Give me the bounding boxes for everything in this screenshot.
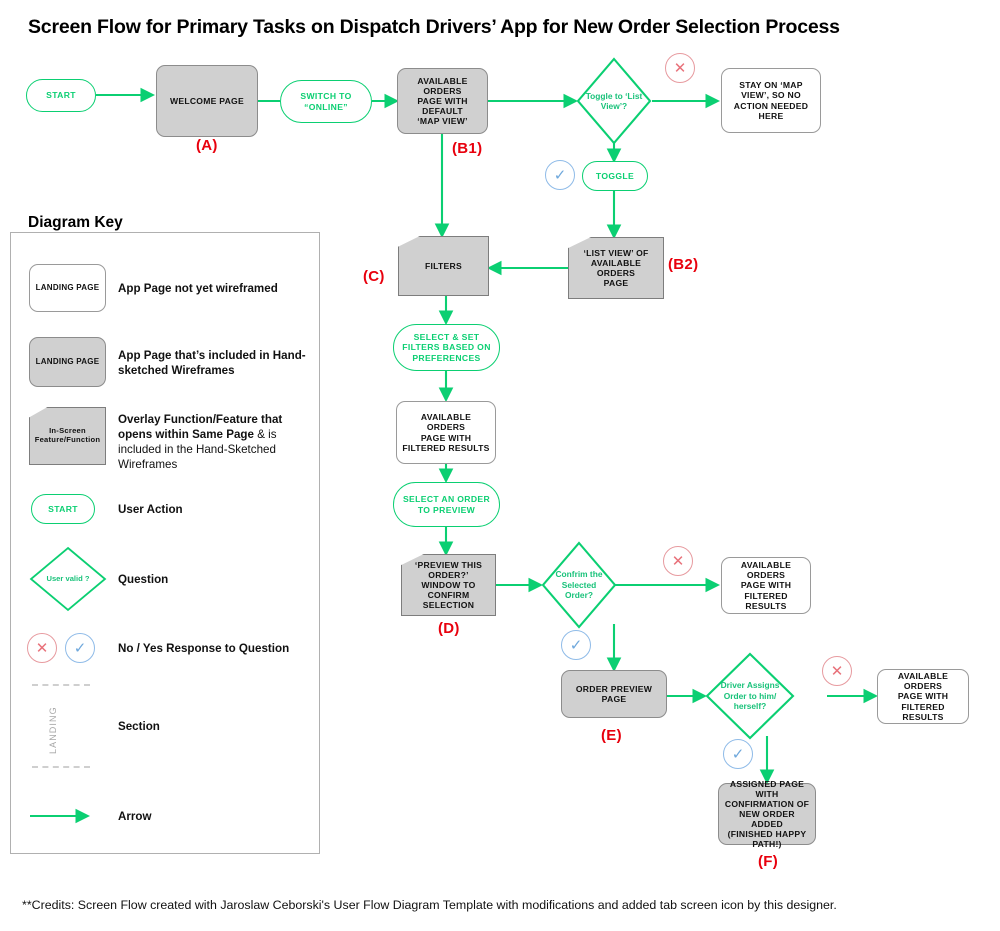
node-toggle-question[interactable]: Toggle to ‘List View’? bbox=[576, 57, 652, 145]
key-sample-section-dash-bottom bbox=[32, 766, 90, 768]
key-sample-question: User valid ? bbox=[29, 546, 107, 612]
cross-icon: ✕ bbox=[671, 553, 685, 570]
node-available-orders-filtered-2[interactable]: AVAILABLE ORDERS PAGE WITH FILTERED RESU… bbox=[721, 557, 811, 614]
key-sample-page-white: LANDING PAGE bbox=[29, 264, 106, 312]
node-select-order-preview-label: SELECT AN ORDER TO PREVIEW bbox=[402, 494, 491, 515]
node-select-order-preview[interactable]: SELECT AN ORDER TO PREVIEW bbox=[393, 482, 500, 527]
node-available-orders-filtered-3-label: AVAILABLE ORDERS PAGE WITH FILTERED RESU… bbox=[897, 671, 949, 722]
node-assign-question[interactable]: Driver Assigns Order to him/ herself? bbox=[705, 652, 795, 740]
callout-e: (E) bbox=[601, 727, 622, 744]
diamond-shape bbox=[541, 541, 617, 629]
node-welcome-page[interactable]: WELCOME PAGE bbox=[156, 65, 258, 137]
callout-c: (C) bbox=[363, 268, 385, 285]
check-icon: ✓ bbox=[731, 746, 745, 763]
node-select-set-filters[interactable]: SELECT & SET FILTERS BASED ON PREFERENCE… bbox=[393, 324, 500, 371]
diagram-key-heading: Diagram Key bbox=[28, 214, 123, 231]
key-sample-arrow bbox=[30, 808, 91, 824]
cross-icon: ✕ bbox=[35, 640, 49, 657]
response-yes-confirm: ✓ bbox=[561, 630, 591, 660]
check-icon: ✓ bbox=[569, 637, 583, 654]
node-available-orders-filtered-1-label: AVAILABLE ORDERS PAGE WITH FILTERED RESU… bbox=[402, 412, 490, 453]
response-no-toggle: ✕ bbox=[665, 53, 695, 83]
callout-b1: (B1) bbox=[452, 140, 483, 157]
key-desc-3-rest: & is included in the Hand-Sketched Wiref… bbox=[118, 428, 277, 472]
response-yes-toggle: ✓ bbox=[545, 160, 575, 190]
response-no-assign: ✕ bbox=[822, 656, 852, 686]
key-desc-2: App Page that’s included in Hand-sketche… bbox=[118, 349, 306, 378]
key-sample-page-white-label: LANDING PAGE bbox=[35, 283, 100, 293]
node-filters-label: FILTERS bbox=[425, 260, 462, 271]
diamond-shape bbox=[576, 57, 652, 145]
node-assigned-page[interactable]: ASSIGNED PAGE WITH CONFIRMATION OF NEW O… bbox=[718, 779, 816, 849]
node-order-preview-page-label: ORDER PREVIEW PAGE bbox=[575, 683, 653, 704]
credits-text: **Credits: Screen Flow created with Jaro… bbox=[22, 898, 837, 912]
callout-f: (F) bbox=[758, 853, 779, 870]
node-assign-question-label: Driver Assigns Order to him/ herself? bbox=[720, 680, 780, 712]
node-list-view-page-label: ‘LIST VIEW’ OF AVAILABLE ORDERS PAGE bbox=[583, 247, 649, 289]
key-sample-page-grey: LANDING PAGE bbox=[29, 337, 106, 387]
node-start[interactable]: START bbox=[26, 79, 96, 112]
node-preview-window[interactable]: ‘PREVIEW THIS ORDER?’ WINDOW TO CONFIRM … bbox=[401, 554, 496, 616]
key-desc-5: Question bbox=[118, 573, 169, 586]
node-assigned-page-label: ASSIGNED PAGE WITH CONFIRMATION OF NEW O… bbox=[724, 778, 810, 850]
node-available-orders-map-label: AVAILABLE ORDERS PAGE WITH DEFAULT ‘MAP … bbox=[417, 75, 468, 127]
node-toggle-action-label: TOGGLE bbox=[595, 170, 635, 181]
node-select-set-filters-label: SELECT & SET FILTERS BASED ON PREFERENCE… bbox=[402, 332, 491, 363]
node-order-preview-page[interactable]: ORDER PREVIEW PAGE bbox=[561, 670, 667, 718]
node-welcome-page-label: WELCOME PAGE bbox=[170, 95, 244, 106]
diagram-key-box bbox=[10, 232, 320, 854]
key-desc-4: User Action bbox=[118, 503, 183, 516]
key-desc-6: No / Yes Response to Question bbox=[118, 642, 290, 655]
check-icon: ✓ bbox=[73, 640, 87, 657]
key-desc-3-bold: Overlay Function/Feature that opens with… bbox=[118, 413, 283, 442]
response-yes-assign: ✓ bbox=[723, 739, 753, 769]
key-desc-7: Section bbox=[118, 720, 160, 733]
cross-icon: ✕ bbox=[673, 60, 687, 77]
check-icon: ✓ bbox=[553, 167, 567, 184]
diamond-shape bbox=[29, 546, 107, 612]
key-sample-page-grey-label: LANDING PAGE bbox=[35, 357, 100, 367]
cross-icon: ✕ bbox=[830, 663, 844, 680]
node-list-view-page[interactable]: ‘LIST VIEW’ OF AVAILABLE ORDERS PAGE bbox=[568, 237, 664, 299]
node-available-orders-filtered-1[interactable]: AVAILABLE ORDERS PAGE WITH FILTERED RESU… bbox=[396, 401, 496, 464]
node-preview-window-label: ‘PREVIEW THIS ORDER?’ WINDOW TO CONFIRM … bbox=[414, 559, 483, 611]
node-switch-online[interactable]: SWITCH TO “ONLINE” bbox=[280, 80, 372, 123]
callout-b2: (B2) bbox=[668, 256, 699, 273]
key-sample-response-yes: ✓ bbox=[65, 633, 95, 663]
key-sample-overlay-label: In-Screen Feature/Function bbox=[34, 426, 101, 444]
callout-d: (D) bbox=[438, 620, 460, 637]
key-sample-question-label: User valid ? bbox=[46, 574, 90, 584]
key-desc-8: Arrow bbox=[118, 810, 152, 823]
key-sample-action-label: START bbox=[48, 503, 78, 514]
key-desc-1: App Page not yet wireframed bbox=[118, 282, 278, 295]
node-stay-on-map-label: STAY ON ‘MAP VIEW’, SO NO ACTION NEEDED … bbox=[733, 80, 809, 121]
node-confirm-question-label: Confrim the Selected Order? bbox=[555, 569, 603, 601]
node-toggle-action[interactable]: TOGGLE bbox=[582, 161, 648, 191]
key-sample-response-no: ✕ bbox=[27, 633, 57, 663]
node-confirm-question[interactable]: Confrim the Selected Order? bbox=[541, 541, 617, 629]
key-sample-overlay: In-Screen Feature/Function bbox=[29, 407, 106, 465]
node-toggle-question-label: Toggle to ‘List View’? bbox=[585, 90, 643, 112]
node-available-orders-map[interactable]: AVAILABLE ORDERS PAGE WITH DEFAULT ‘MAP … bbox=[397, 68, 488, 134]
key-sample-action: START bbox=[31, 494, 95, 524]
node-available-orders-filtered-3[interactable]: AVAILABLE ORDERS PAGE WITH FILTERED RESU… bbox=[877, 669, 969, 724]
page-title: Screen Flow for Primary Tasks on Dispatc… bbox=[28, 16, 840, 38]
node-available-orders-filtered-2-label: AVAILABLE ORDERS PAGE WITH FILTERED RESU… bbox=[740, 560, 792, 611]
node-filters[interactable]: FILTERS bbox=[398, 236, 489, 296]
callout-a: (A) bbox=[196, 137, 218, 154]
key-desc-3: Overlay Function/Feature that opens with… bbox=[118, 412, 313, 472]
diamond-shape bbox=[705, 652, 795, 740]
node-stay-on-map[interactable]: STAY ON ‘MAP VIEW’, SO NO ACTION NEEDED … bbox=[721, 68, 821, 133]
key-sample-section-dash-top bbox=[32, 684, 90, 686]
node-switch-online-label: SWITCH TO “ONLINE” bbox=[300, 91, 352, 112]
key-sample-section-label: LANDING bbox=[48, 706, 58, 754]
response-no-confirm: ✕ bbox=[663, 546, 693, 576]
node-start-label: START bbox=[46, 90, 76, 101]
